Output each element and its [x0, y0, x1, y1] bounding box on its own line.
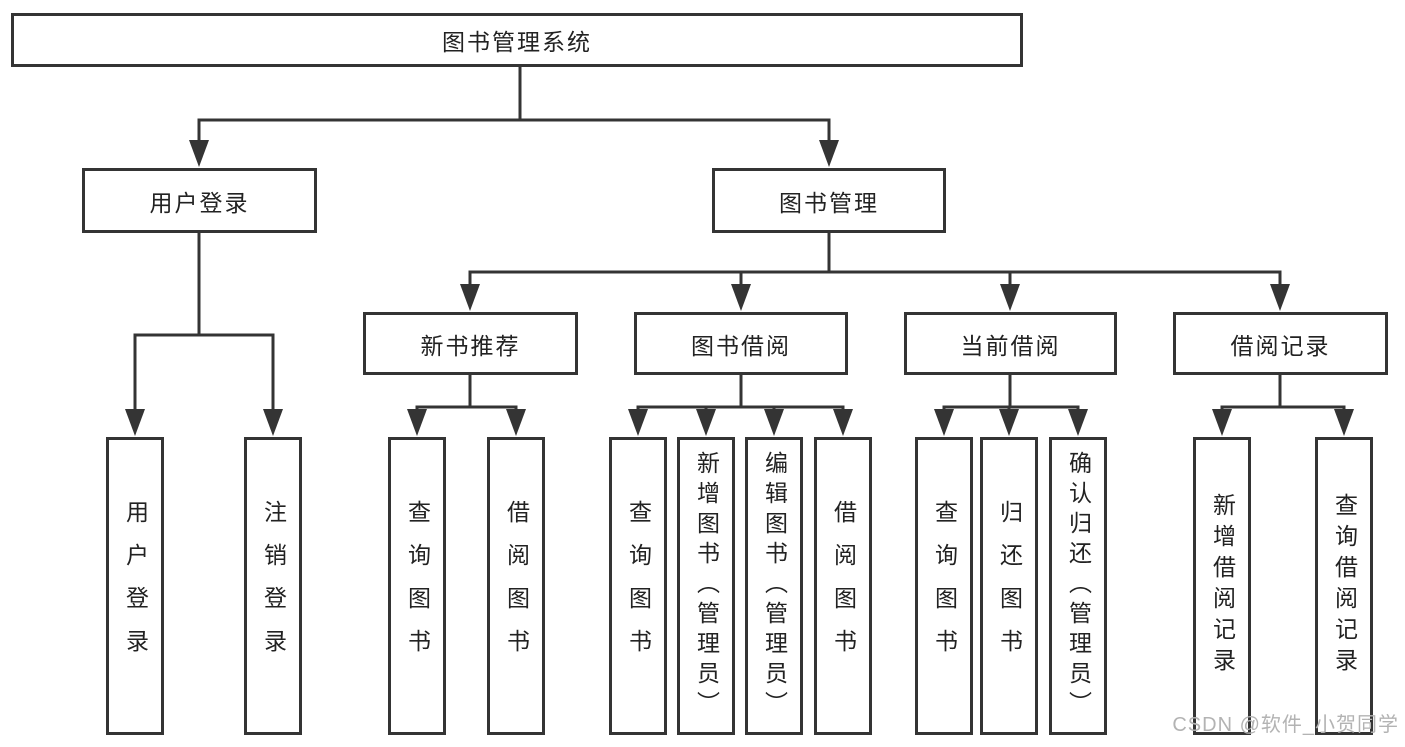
- leaf-confirm-return-admin: 确认归还（管理员）: [1049, 437, 1107, 735]
- leaf-label: 借阅图书: [503, 500, 530, 672]
- node-book-management: 图书管理: [712, 168, 946, 233]
- leaf-label: 用户登录: [122, 500, 149, 672]
- node-label: 新书推荐: [420, 332, 521, 359]
- node-label: 图书借阅: [691, 332, 791, 359]
- node-book-borrowing: 图书借阅: [634, 312, 848, 375]
- leaf-query-books-borrowing: 查询图书: [609, 437, 667, 735]
- node-current-borrowing: 当前借阅: [904, 312, 1117, 375]
- leaf-label: 查询借阅记录: [1331, 493, 1358, 679]
- leaf-add-books-admin: 新增图书（管理员）: [677, 437, 735, 735]
- leaf-label: 新增图书（管理员）: [693, 451, 720, 721]
- node-label: 当前借阅: [960, 332, 1061, 359]
- leaf-label: 查询图书: [404, 500, 431, 672]
- leaf-logout: 注销登录: [244, 437, 302, 735]
- leaf-label: 新增借阅记录: [1209, 493, 1236, 679]
- node-label: 图书管理系统: [442, 29, 592, 55]
- leaf-edit-books-admin: 编辑图书（管理员）: [745, 437, 803, 735]
- node-label: 借阅记录: [1230, 332, 1331, 359]
- node-label: 图书管理: [779, 189, 879, 216]
- leaf-borrow-books-borrowing: 借阅图书: [814, 437, 872, 735]
- node-borrowing-records: 借阅记录: [1173, 312, 1388, 375]
- leaf-query-borrow-record: 查询借阅记录: [1315, 437, 1373, 735]
- leaf-query-books-recommend: 查询图书: [388, 437, 446, 735]
- leaf-label: 确认归还（管理员）: [1065, 451, 1092, 721]
- node-new-book-recommendation: 新书推荐: [363, 312, 578, 375]
- leaf-label: 查询图书: [931, 500, 958, 672]
- node-user-login: 用户登录: [82, 168, 317, 233]
- leaf-return-books: 归还图书: [980, 437, 1038, 735]
- csdn-watermark: CSDN @软件_小贺同学: [1172, 714, 1399, 736]
- leaf-label: 归还图书: [996, 500, 1023, 672]
- leaf-add-borrow-record: 新增借阅记录: [1193, 437, 1251, 735]
- leaf-label: 借阅图书: [830, 500, 857, 672]
- node-label: 用户登录: [149, 189, 250, 216]
- leaf-borrow-books-recommend: 借阅图书: [487, 437, 545, 735]
- leaf-query-books-current: 查询图书: [915, 437, 973, 735]
- leaf-user-login: 用户登录: [106, 437, 164, 735]
- node-library-management-system: 图书管理系统: [11, 13, 1023, 67]
- leaf-label: 注销登录: [260, 500, 287, 672]
- leaf-label: 编辑图书（管理员）: [761, 451, 788, 721]
- leaf-label: 查询图书: [625, 500, 652, 672]
